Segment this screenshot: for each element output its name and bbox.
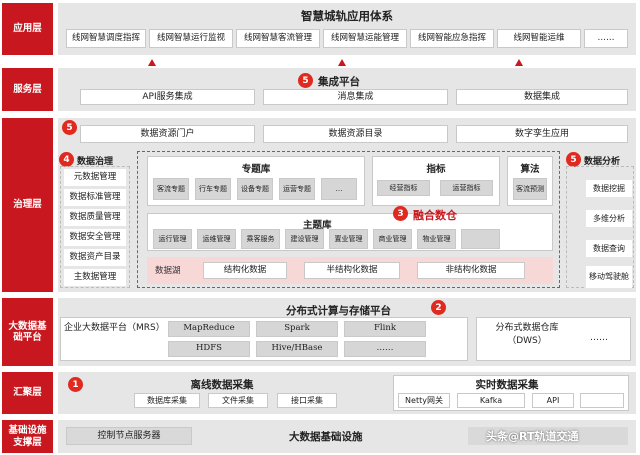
offline-item: 接口采集 [277, 393, 337, 408]
data-lake-item: 结构化数据 [203, 262, 287, 279]
data-lake-label: 数据湖 [155, 266, 181, 276]
topic-item: 运营专题 [279, 178, 315, 200]
analysis-item: 数据挖掘 [586, 180, 632, 197]
subject-item: 置业管理 [329, 229, 368, 249]
indicator-item: 经营指标 [377, 180, 430, 196]
watermark: 头条@RT轨道交通 [486, 430, 579, 443]
subject-item: 运维管理 [197, 229, 236, 249]
application-title: 智慧城轨应用体系 [301, 9, 393, 23]
arrow-up [148, 59, 156, 66]
fusion-warehouse-title: 融合数仓 [413, 209, 457, 222]
bigdata-title: 分布式计算与存储平台 [286, 305, 391, 317]
governance-item: 主数据管理 [64, 269, 126, 286]
mrs-item: Spark [256, 321, 338, 337]
step-badge: 5 [566, 152, 581, 167]
mrs-item: HDFS [168, 341, 250, 357]
topic-item: 客流专题 [153, 178, 189, 200]
governance-item: 数据安全管理 [64, 229, 126, 246]
realtime-item: API [532, 393, 574, 408]
fusion-warehouse-frame [137, 151, 560, 288]
subject-item: 物业管理 [417, 229, 456, 249]
step-badge: 2 [431, 300, 446, 315]
dws-more: …… [590, 333, 608, 343]
portal-item: 数据资源门户 [80, 125, 255, 143]
subject-item: 建设管理 [285, 229, 324, 249]
analysis-item: 数据查询 [586, 240, 632, 257]
portal-item: 数字孪生应用 [456, 125, 628, 143]
topic-item: 行车专题 [195, 178, 231, 200]
arrow-up [515, 59, 523, 66]
topic-item: 设备专题 [237, 178, 273, 200]
step-badge: 5 [62, 120, 77, 135]
layer-bigdata: 大数据基础平台 [2, 298, 53, 366]
governance-item: 数据质量管理 [64, 209, 126, 226]
application-item: 线网智慧运能管理 [323, 29, 407, 48]
data-analysis-title: 数据分析 [584, 157, 621, 167]
layer-governance: 治理层 [2, 118, 53, 292]
governance-item: 元数据管理 [64, 169, 126, 186]
application-item: 线网智慧客流管理 [236, 29, 320, 48]
realtime-title: 实时数据采集 [475, 379, 539, 391]
layer-service: 服务层 [2, 68, 53, 111]
governance-item: 数据标准管理 [64, 189, 126, 206]
realtime-item: Netty网关 [398, 393, 450, 408]
application-item: 线网智能运维 [497, 29, 581, 48]
offline-title: 离线数据采集 [190, 379, 254, 391]
topic-item: … [321, 178, 357, 200]
subject-library-title: 主题库 [303, 220, 332, 231]
subject-item: 运行管理 [153, 229, 192, 249]
application-item: …… [584, 29, 628, 48]
analysis-item: 移动驾驶舱 [586, 266, 632, 288]
step-badge: 4 [59, 152, 74, 167]
mrs-label: 企业大数据平台（MRS） [64, 323, 165, 333]
data-lake-item: 非结构化数据 [417, 262, 525, 279]
control-node-server: 控制节点服务器 [66, 427, 192, 445]
layer-convergence: 汇聚层 [2, 372, 53, 414]
step-badge: 5 [298, 73, 313, 88]
realtime-item: Kafka [457, 393, 525, 408]
offline-item: 数据库采集 [134, 393, 200, 408]
indicator-title: 指标 [426, 164, 446, 175]
algorithm-title: 算法 [520, 164, 540, 175]
realtime-item [580, 393, 624, 408]
step-badge: 3 [393, 206, 408, 221]
indicator-item: 运营指标 [440, 180, 493, 196]
arrow-up [338, 59, 346, 66]
dws-label: 分布式数据仓库（DWS） [495, 323, 559, 347]
service-item: 消息集成 [263, 89, 448, 105]
mrs-item: Hive/HBase [256, 341, 338, 357]
data-lake-item: 半结构化数据 [304, 262, 400, 279]
layer-infra: 基础设施支撑层 [2, 420, 53, 453]
infra-title: 大数据基础设施 [289, 431, 363, 443]
governance-left-frame [60, 166, 130, 288]
portal-item: 数据资源目录 [263, 125, 448, 143]
subject-item: 商业管理 [373, 229, 412, 249]
analysis-item: 多维分析 [586, 210, 632, 227]
application-item: 线网智能应急指挥 [410, 29, 494, 48]
application-item: 线网智慧调度指挥 [66, 29, 146, 48]
service-item: API服务集成 [80, 89, 255, 105]
service-item: 数据集成 [456, 89, 628, 105]
subject-item [461, 229, 500, 249]
application-item: 线网智慧运行监视 [149, 29, 233, 48]
dws-panel [476, 317, 631, 361]
infra-item [468, 427, 628, 445]
mrs-item: MapReduce [168, 321, 250, 337]
layer-application: 应用层 [2, 3, 53, 55]
topic-library-title: 专题库 [241, 164, 271, 175]
governance-item: 数据资产目录 [64, 249, 126, 266]
mrs-item: …… [344, 341, 426, 357]
data-governance-title: 数据治理 [77, 157, 114, 167]
service-title: 集成平台 [318, 76, 360, 88]
mrs-item: Flink [344, 321, 426, 337]
offline-item: 文件采集 [208, 393, 268, 408]
step-badge: 1 [68, 377, 83, 392]
subject-item: 乘客服务 [241, 229, 280, 249]
algorithm-item: 客流预测 [513, 178, 547, 200]
